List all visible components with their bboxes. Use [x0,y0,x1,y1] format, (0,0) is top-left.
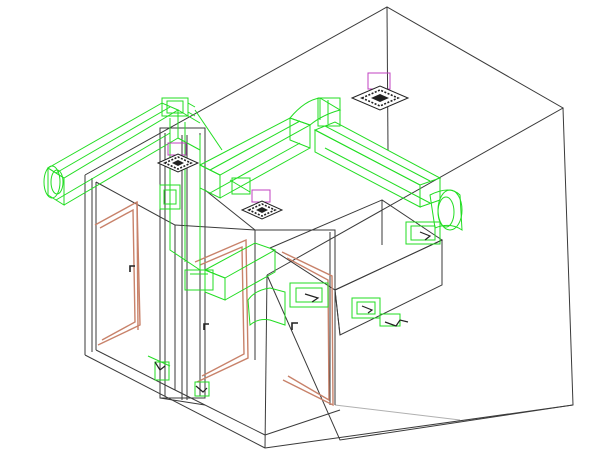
duct-elbow-top [161,97,196,117]
partition-left [95,181,176,390]
duct-lower-branch [203,242,329,327]
duct-elbow-right [405,189,463,245]
front-right-corner [264,274,268,449]
right-wall [266,107,574,441]
door-right [281,251,334,407]
floor-front-edge [84,354,266,449]
duct-connectors [177,109,251,195]
duct-main-center [198,117,312,199]
ductwork [43,97,463,397]
equipment-box-front [334,239,443,336]
roof-outline [84,6,565,276]
duct-riser [159,118,201,271]
ceiling-diffuser-icon [156,142,200,173]
back-corner-edge [386,6,389,151]
duct-main-right [313,121,442,208]
door-handle-icon [203,323,209,330]
floor-right-edge [264,404,574,449]
duct-lower-stub [184,269,401,327]
doors [94,200,334,407]
duct-floor-fittings [147,355,210,397]
partition-mid [174,224,336,405]
door-handle-icon [291,322,298,330]
door-handles [129,265,298,330]
equipment-box-top [268,199,444,291]
ceiling-diffuser-icon [240,189,284,220]
door-left [94,200,141,346]
ceiling-diffusers [156,72,410,220]
door-handle-icon [129,265,135,272]
duct-elbow-center [289,97,342,149]
ceiling-diffuser-icon [350,72,410,111]
equipment-marks [154,231,432,393]
door-middle [194,238,249,383]
